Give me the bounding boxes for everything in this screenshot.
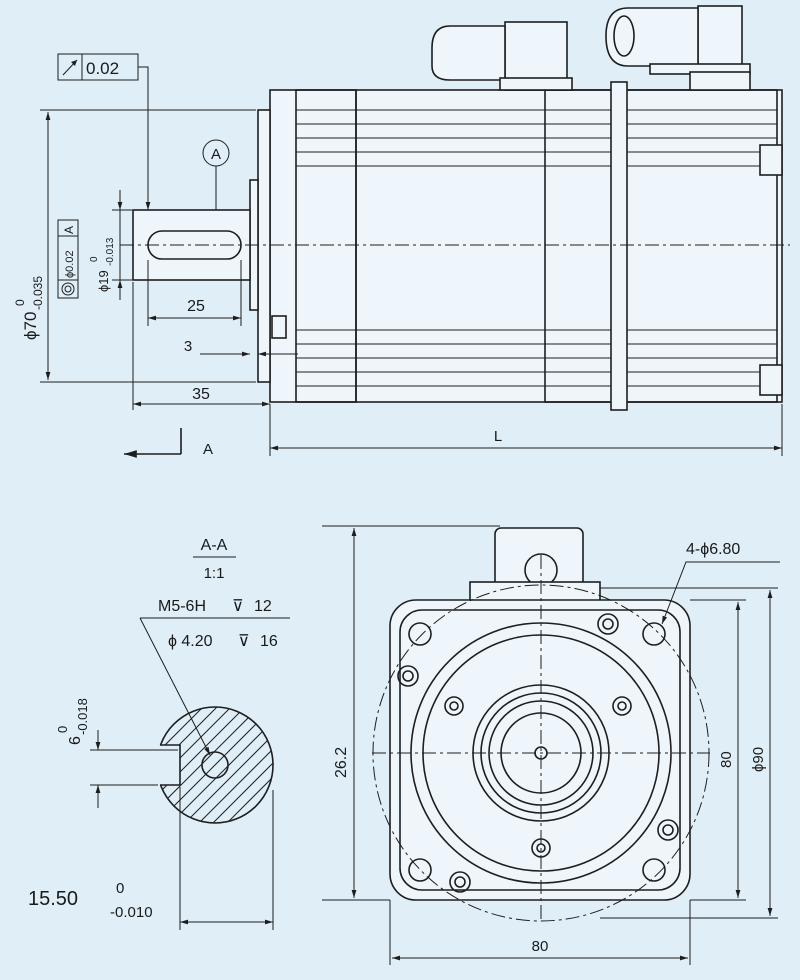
- pcd-dim: ϕ90: [750, 747, 767, 772]
- key-height-tol-upper: 0: [116, 880, 124, 897]
- section-indicator: A: [124, 428, 213, 458]
- stator-housing: [544, 89, 778, 403]
- power-connector: [431, 21, 573, 91]
- shaft-tol-upper: 0: [89, 256, 100, 262]
- keyway-length: 25: [187, 298, 205, 315]
- holes-label: 4-ϕ6.80: [686, 541, 740, 558]
- tapped-hole: [201, 751, 229, 779]
- side-view: A 0.02 ϕ70 0 -0.035 ϕ0.02 A: [13, 5, 790, 458]
- flange-tol-upper: 0: [13, 299, 27, 306]
- square-v-dim: 80: [718, 751, 735, 768]
- key-height-tol-lower: -0.010: [110, 904, 153, 921]
- shaft-length: 35: [192, 386, 210, 403]
- front-view: 4-ϕ6.80 26.2 80 ϕ90 80: [322, 525, 780, 965]
- total-length: L: [494, 428, 502, 445]
- datum-label: A: [211, 146, 221, 163]
- hatch-line: [176, 707, 273, 823]
- depth-icon-2: ⊽: [238, 633, 250, 650]
- flange-plate: [257, 109, 271, 383]
- encoder-connector: [605, 5, 751, 91]
- drill-depth: 16: [260, 633, 278, 650]
- flange-dia: ϕ70: [21, 312, 40, 340]
- flange-tol-lower: -0.035: [31, 276, 45, 310]
- section-scale: 1:1: [204, 565, 225, 582]
- shaft-tol-lower: -0.013: [105, 237, 116, 266]
- shaft-cross-section: [157, 707, 273, 823]
- screws: [397, 613, 679, 893]
- key-height: 15.50: [28, 888, 78, 910]
- height-dim: 26.2: [333, 747, 350, 778]
- depth-icon: ⊽: [232, 598, 244, 615]
- shaft-dia: ϕ19: [96, 270, 111, 292]
- hatch-line: [204, 707, 273, 823]
- hatch-line: [190, 707, 273, 823]
- thread-depth: 12: [254, 598, 272, 615]
- thread-spec: M5-6H: [158, 598, 206, 615]
- coax-datum: A: [62, 226, 76, 234]
- motor-body: [269, 89, 783, 403]
- mounting-holes: [408, 622, 666, 882]
- coaxiality-icon: [61, 282, 75, 296]
- front-connector: [469, 527, 601, 603]
- section-label: A: [203, 441, 213, 458]
- square-flange: [389, 599, 691, 901]
- key-tol-upper: 0: [55, 726, 70, 733]
- square-h-dim: 80: [532, 938, 549, 955]
- drill-spec: ϕ 4.20: [168, 633, 213, 650]
- section-title: A-A: [201, 537, 228, 554]
- key-width: 6: [67, 736, 84, 745]
- runout-arrow-icon: [62, 59, 78, 76]
- key-tol-lower: -0.018: [75, 698, 90, 735]
- flange-thickness: 3: [184, 338, 192, 355]
- hatch-line: [157, 707, 226, 823]
- coax-value: ϕ0.02: [64, 250, 76, 278]
- tie-rod: [610, 81, 628, 411]
- section-view: A-A 1:1 M5-6H ⊽ 12 ϕ 4.20 ⊽ 16 6 0 -0.01…: [28, 537, 290, 930]
- runout-value: 0.02: [86, 59, 119, 78]
